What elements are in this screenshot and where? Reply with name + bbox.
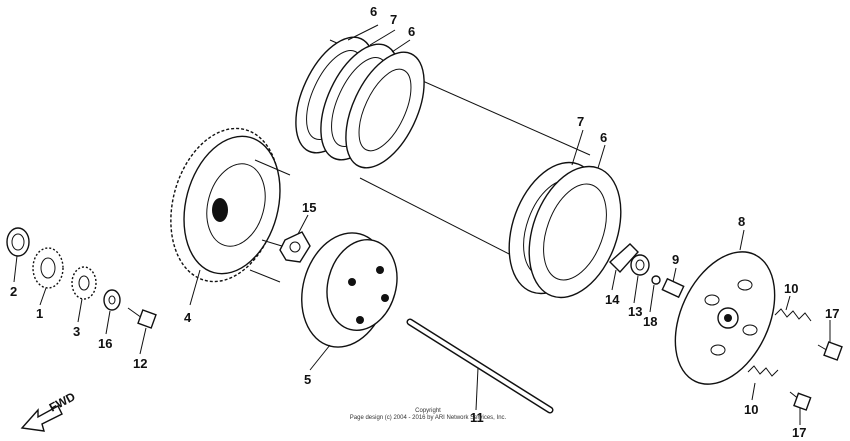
gear-3	[71, 266, 97, 300]
fwd-arrow-icon	[20, 405, 63, 432]
callout-18: 18	[643, 314, 657, 329]
o-ring-18	[651, 275, 661, 285]
callout-8: 8	[738, 214, 745, 229]
bolt-upper	[817, 341, 843, 361]
callout-2: 2	[10, 284, 17, 299]
callout-3: 3	[73, 324, 80, 339]
callout-10a: 10	[784, 281, 798, 296]
callout-17b: 17	[792, 425, 806, 440]
primary-drive-gear-1	[32, 247, 64, 289]
callout-15: 15	[302, 200, 316, 215]
callout-12: 12	[133, 356, 147, 371]
callout-6b: 6	[408, 24, 415, 39]
clutch-center-hub	[301, 232, 398, 348]
bolt-12	[127, 307, 157, 329]
callout-5: 5	[304, 372, 311, 387]
callout-7b: 7	[577, 114, 584, 129]
callout-4: 4	[184, 310, 192, 325]
clutch-spring-upper	[774, 308, 812, 322]
callout-14: 14	[605, 292, 620, 307]
lock-washer-15	[279, 231, 311, 263]
callout-17a: 17	[825, 306, 839, 321]
lower-clutch-plate-stack	[508, 161, 622, 299]
clutch-spring-lower	[747, 365, 779, 377]
copyright-notice: Copyright Page design (c) 2004 - 2016 by…	[350, 408, 507, 421]
callout-6a: 6	[370, 4, 377, 19]
callout-16: 16	[98, 336, 112, 351]
lifter-plate-14	[608, 243, 639, 274]
upper-clutch-plate-stack	[295, 36, 425, 169]
forward-direction-indicator: FWD	[20, 389, 78, 432]
fwd-label: FWD	[47, 389, 78, 414]
callout-10b: 10	[744, 402, 758, 417]
leader-lines	[13, 24, 831, 425]
push-rod	[406, 318, 554, 414]
clutch-outer-housing	[170, 127, 296, 283]
callout-11: 11	[470, 410, 484, 425]
callout-7a: 7	[390, 12, 397, 27]
washer-16	[103, 289, 121, 311]
thrust-washer-2	[6, 227, 30, 257]
lifter-rod-9	[661, 277, 685, 299]
bolt-lower	[789, 391, 812, 411]
callout-1: 1	[36, 306, 43, 321]
copyright-line-2: Page design (c) 2004 - 2016 by ARI Netwo…	[350, 415, 507, 421]
pressure-plate	[674, 251, 776, 385]
callouts: 1 2 3 4 5 6 6 6 6 7 7 8 9 10 10 11 12 13…	[10, 4, 839, 440]
copyright-line-1: Copyright	[415, 408, 441, 414]
bearing-13	[630, 254, 650, 276]
callout-6c: 6	[600, 130, 607, 145]
callout-13: 13	[628, 304, 642, 319]
callout-9: 9	[672, 252, 679, 267]
